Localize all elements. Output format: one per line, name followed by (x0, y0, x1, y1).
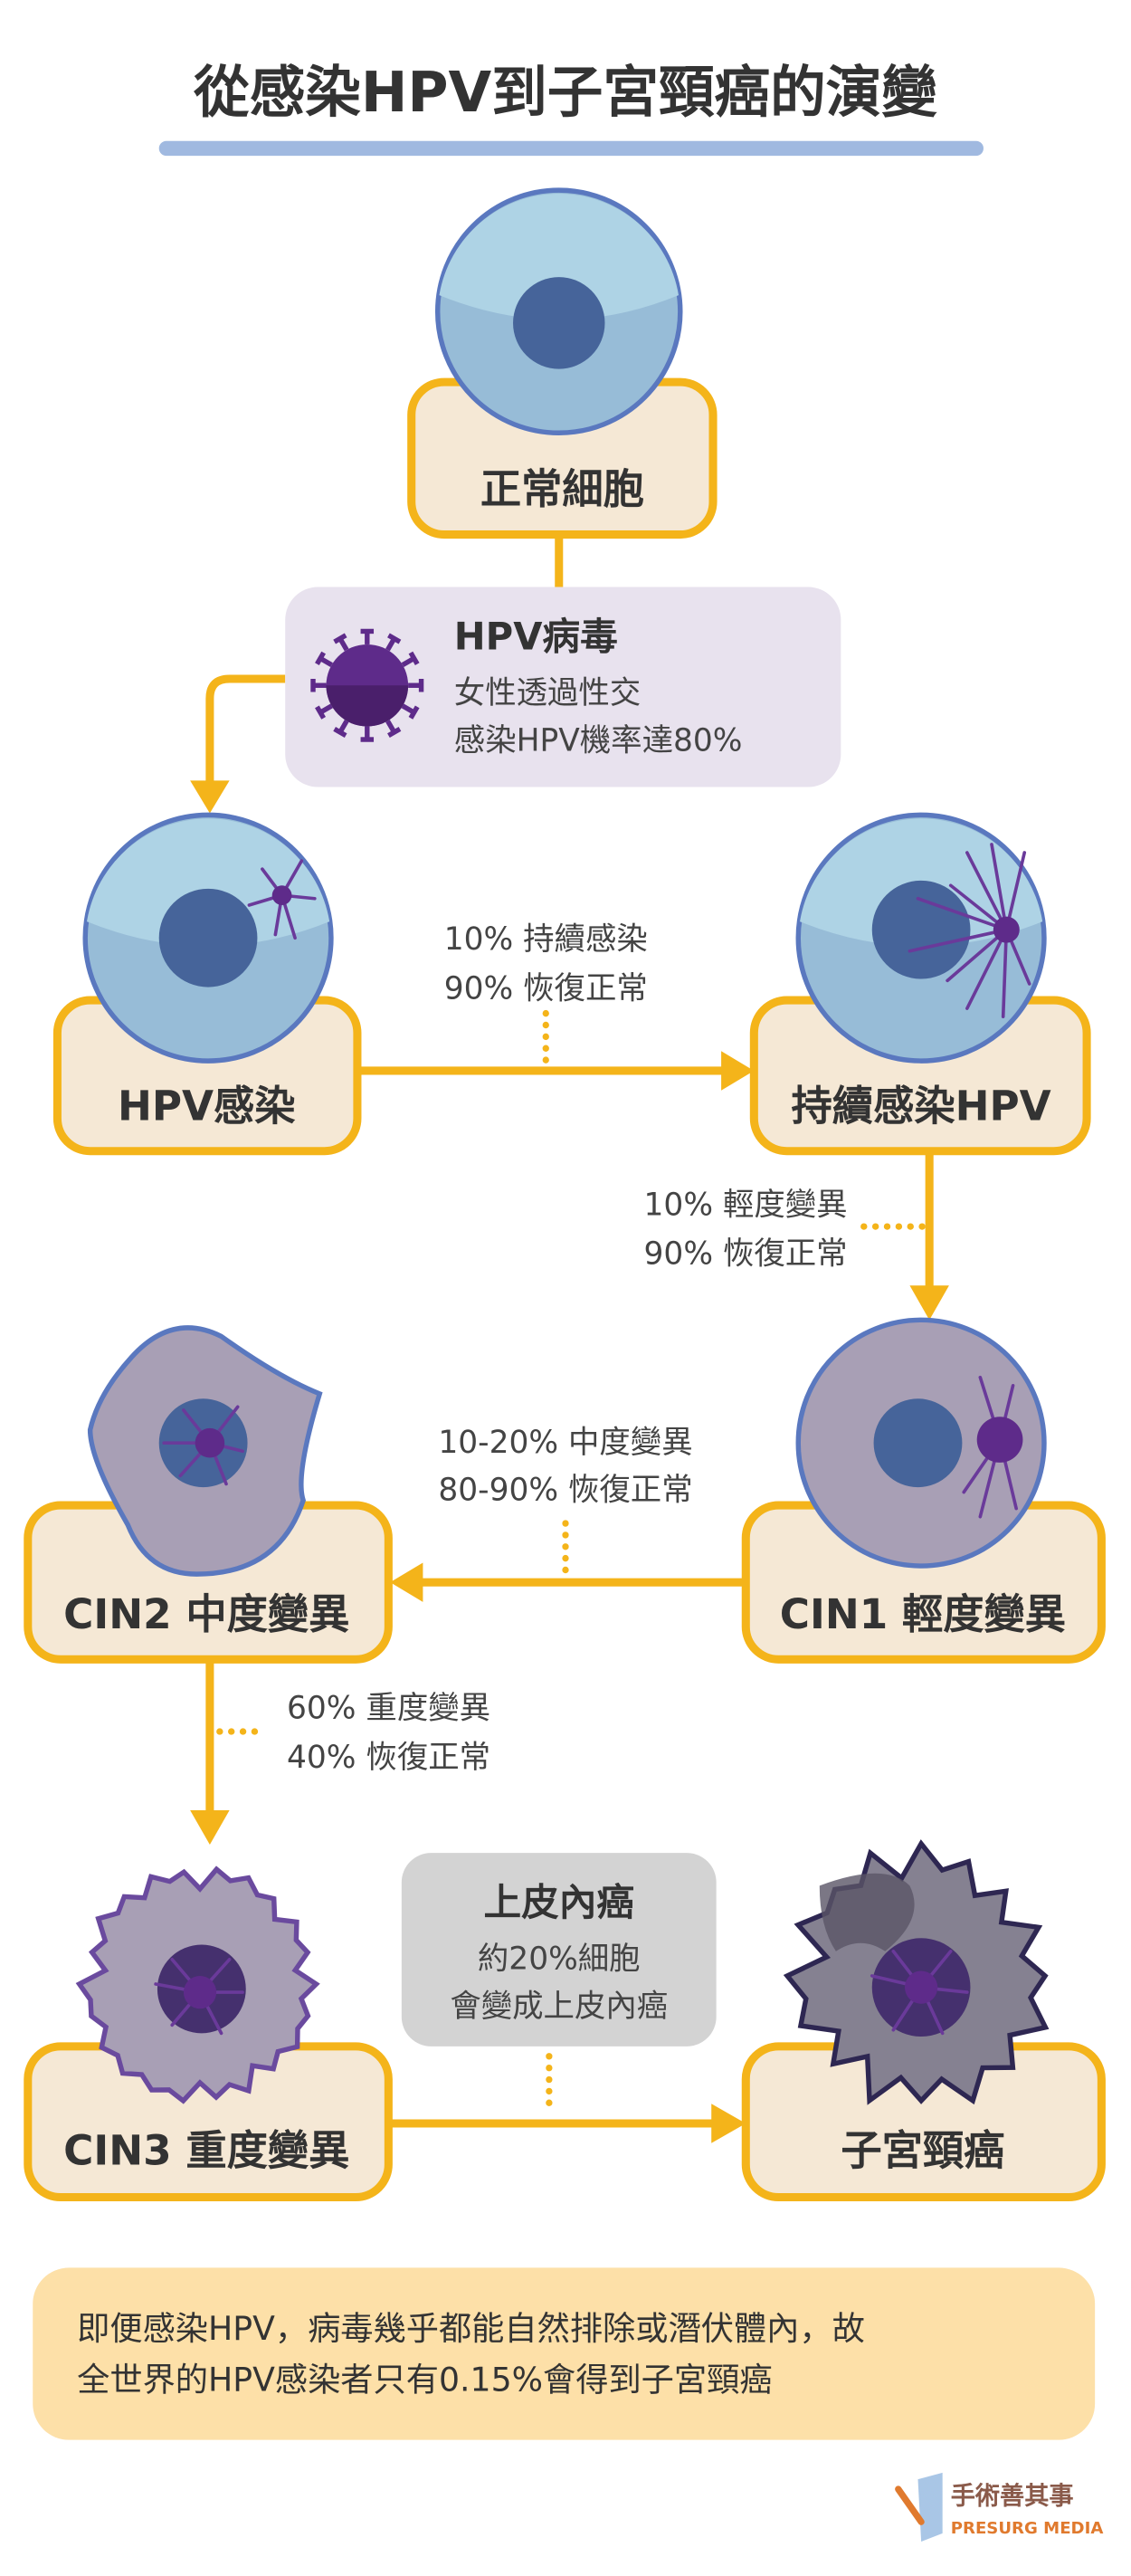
arrowhead (190, 1809, 230, 1846)
transition-text: 90% 恢復正常 (444, 970, 648, 1007)
arrowhead (390, 1562, 423, 1602)
stage-label-cervical-cancer: 子宮頸癌 (841, 2126, 1004, 2174)
transition-text: 90% 恢復正常 (644, 1236, 848, 1273)
virus-info-box: HPV病毒 女性透過性交 感染HPV機率達80% (285, 587, 841, 787)
logo-name-en: PRESURG MEDIA (951, 2519, 1104, 2538)
virus-spike-tip (333, 727, 347, 738)
logo-name-zh: 手術善其事 (951, 2481, 1074, 2510)
arrowhead (711, 2104, 746, 2143)
transition-text: 10% 持續感染 (444, 921, 648, 958)
virus-spike-tip (315, 705, 327, 720)
note-line2: 全世界的HPV感染者只有0.15%會得到子宮頸癌 (77, 2360, 772, 2399)
arrow-to-hpv-infection (205, 674, 286, 784)
carcinoma-line1: 約20%細胞 (478, 1942, 641, 1978)
virus-spike-tip (408, 705, 420, 720)
summary-note: 即便感染HPV，病毒幾乎都能自然排除或潛伏體內，故 全世界的HPV感染者只有0.… (33, 2267, 1096, 2440)
carcinoma-line2: 會變成上皮內癌 (450, 1989, 668, 2025)
stage-label-normal: 正常細胞 (480, 465, 644, 513)
transition-text: 10% 輕度變異 (644, 1187, 848, 1223)
arrowhead (721, 1051, 755, 1091)
virus-spike-tip (387, 727, 402, 738)
virus-spike-tip (333, 633, 347, 644)
stage-label-cin2: CIN2 中度變異 (63, 1590, 349, 1638)
virus-spike-tip (387, 633, 402, 644)
arrowhead (909, 1285, 949, 1321)
note-line1: 即便感染HPV，病毒幾乎都能自然排除或潛伏體內，故 (77, 2309, 865, 2348)
page-title: 從感染HPV到子宮頸癌的演變 (193, 60, 937, 125)
stage-label-hpv-infection: HPV感染 (118, 1082, 296, 1130)
cervical-cancer-cell-icon (783, 1839, 1050, 2105)
virus-info-line1: 女性透過性交 (454, 675, 641, 711)
virus-info-title: HPV病毒 (454, 614, 618, 658)
virus-spike-tip (315, 651, 327, 665)
presurg-media-logo: 手術善其事 PRESURG MEDIA (895, 2472, 1104, 2542)
normal-cell-icon (434, 187, 683, 435)
persistent-infected-cell-icon (795, 812, 1047, 1064)
virus-spike-tip (408, 651, 420, 665)
stage-label-persistent: 持續感染HPV (792, 1082, 1051, 1130)
virus-info-line2: 感染HPV機率達80% (454, 723, 743, 759)
transition-text: 80-90% 恢復正常 (438, 1473, 692, 1509)
arrowhead (190, 780, 230, 814)
stage-label-cin3: CIN3 重度變異 (63, 2126, 349, 2174)
carcinoma-in-situ-box: 上皮內癌 約20%細胞 會變成上皮內癌 (401, 1853, 717, 2046)
carcinoma-title: 上皮內癌 (483, 1880, 634, 1924)
stage-label-cin1: CIN1 輕度變異 (780, 1590, 1066, 1638)
cin3-cell-icon (75, 1865, 320, 2104)
transition-text: 40% 恢復正常 (287, 1740, 490, 1776)
cin2-cell-icon (87, 1325, 323, 1577)
hpv-infected-cell-icon (82, 812, 334, 1064)
transition-text: 10-20% 中度變異 (438, 1425, 692, 1461)
cin1-cell-icon (795, 1317, 1047, 1569)
title-underline (158, 140, 984, 157)
transition-text: 60% 重度變異 (287, 1691, 490, 1727)
virus-icon (310, 628, 424, 742)
